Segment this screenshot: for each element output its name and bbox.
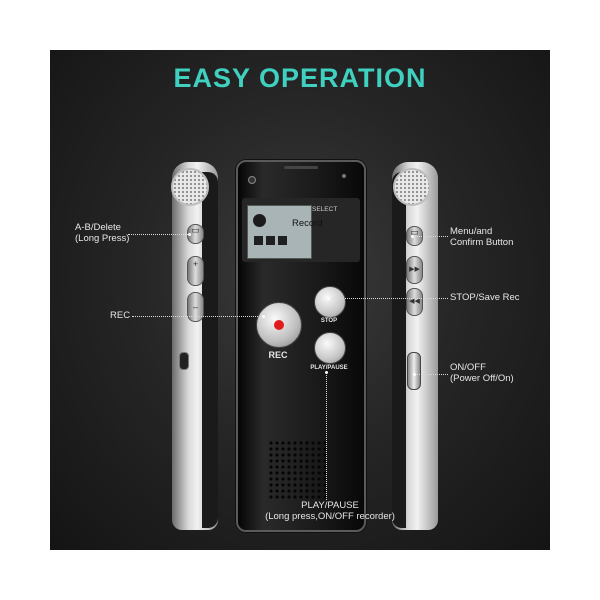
right-mic-grille-icon — [393, 168, 431, 206]
leader-dot-play — [325, 371, 328, 374]
rec-button-label: REC — [268, 350, 288, 360]
leader-dot-stop — [327, 297, 330, 300]
callout-ab-delete-line1: A-B/Delete — [75, 222, 121, 233]
leader-rec — [132, 316, 262, 317]
left-side-edge — [202, 172, 218, 528]
leader-menu — [412, 236, 448, 237]
ab-delete-button[interactable]: ▭ — [187, 224, 204, 244]
callout-ab-delete-line2: (Long Press) — [75, 233, 130, 244]
recorder-front: Record SELECT REC STOP PLAY/PAUSE — [236, 160, 366, 532]
leader-dot-rec — [262, 315, 265, 318]
leader-dot-onoff — [413, 373, 416, 376]
rec-dot-icon — [274, 320, 284, 330]
left-side-view — [172, 162, 218, 530]
callout-onoff-line1: ON/OFF — [450, 362, 486, 373]
callout-onoff: ON/OFF (Power Off/On) — [450, 362, 514, 384]
leader-dot-menu — [411, 235, 414, 238]
leader-dot-ab-delete — [188, 233, 191, 236]
right-side-view — [392, 162, 438, 530]
power-switch[interactable] — [407, 352, 421, 390]
callout-play-line1: PLAY/PAUSE — [301, 500, 359, 511]
forward-button[interactable]: ▶▶ — [406, 256, 423, 284]
leader-onoff — [414, 374, 448, 375]
product-panel: EASY OPERATION ▭ + – Record SELECT REC S… — [50, 50, 550, 550]
indicator-light-left — [248, 176, 256, 184]
play-pause-button[interactable] — [314, 332, 346, 364]
folder-icon — [254, 236, 263, 245]
battery-icon — [266, 236, 275, 245]
callout-menu: Menu/and Confirm Button — [450, 226, 513, 248]
callout-ab-delete: A-B/Delete (Long Press) — [75, 222, 129, 244]
panel-title: EASY OPERATION — [173, 63, 427, 93]
callout-stop: STOP/Save Rec — [450, 292, 520, 303]
callout-play: PLAY/PAUSE (Long press,ON/OFF recorder) — [230, 500, 430, 522]
play-pause-button-label: PLAY/PAUSE — [310, 365, 348, 371]
indicator-light — [342, 174, 346, 178]
rec-button[interactable] — [256, 302, 302, 348]
screen-select-label: SELECT — [312, 206, 338, 213]
callout-onoff-line2: (Power Off/On) — [450, 373, 514, 384]
callout-menu-line2: Confirm Button — [450, 237, 514, 248]
grid-icon — [278, 236, 287, 245]
stop-button[interactable] — [314, 286, 346, 318]
volume-up-button[interactable]: + — [187, 256, 204, 286]
display-bezel: Record SELECT — [242, 198, 360, 262]
left-mic-grille-icon — [171, 168, 209, 206]
backward-button[interactable]: ◀◀ — [406, 288, 423, 316]
leader-play — [326, 372, 327, 500]
lcd-screen: Record — [247, 205, 323, 259]
callout-rec-text: REC — [110, 310, 131, 321]
callout-play-line2: (Long press,ON/OFF recorder) — [265, 511, 395, 522]
mic-status-icon — [253, 214, 266, 227]
right-side-edge — [392, 172, 406, 528]
speaker-icon — [268, 440, 328, 500]
callout-stop-text: STOP/Save Rec — [450, 292, 520, 303]
callout-menu-line1: Menu/and — [450, 226, 493, 237]
leader-ab-delete — [128, 234, 188, 235]
top-slot — [284, 166, 318, 169]
volume-down-button[interactable]: – — [187, 292, 204, 322]
stop-button-label: STOP — [320, 318, 338, 324]
leader-stop — [328, 298, 448, 299]
callout-rec: REC — [110, 310, 130, 321]
usb-port — [179, 352, 189, 370]
screen-record-text: Record — [292, 218, 323, 229]
